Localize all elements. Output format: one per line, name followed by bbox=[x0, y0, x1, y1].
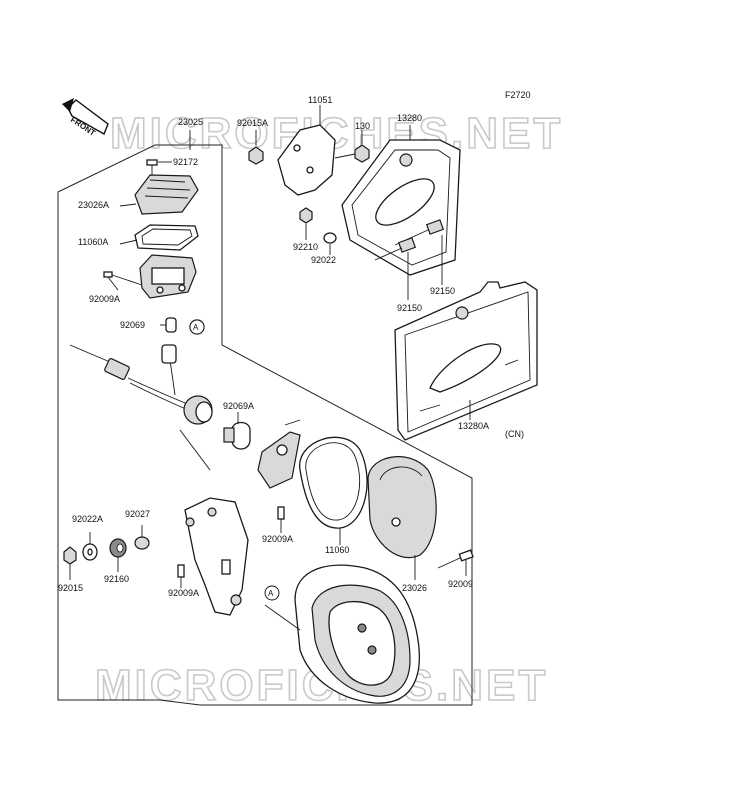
bulb-92069A bbox=[223, 412, 251, 450]
label-11051: 11051 bbox=[308, 95, 332, 105]
label-11060A: 11060A bbox=[78, 237, 108, 247]
washer-92022A bbox=[82, 532, 98, 561]
washer-92022 bbox=[323, 232, 337, 255]
plate-bracket-13280 bbox=[341, 125, 461, 276]
label-92210: 92210 bbox=[293, 242, 318, 252]
assembly-frame-lower bbox=[57, 192, 472, 706]
wire-harness bbox=[69, 344, 213, 471]
label-92160: 92160 bbox=[104, 574, 129, 584]
label-92015: 92015 bbox=[58, 583, 83, 593]
label-92009A-1: 92009A bbox=[89, 294, 120, 304]
label-13280A: 13280A bbox=[458, 421, 489, 431]
label-23026: 23026 bbox=[402, 583, 427, 593]
label-92150-1: 92150 bbox=[430, 286, 455, 296]
label-23026A: 23026A bbox=[78, 200, 109, 210]
nut-92015 bbox=[63, 546, 77, 580]
nut-92210 bbox=[299, 207, 313, 240]
gasket-11060 bbox=[299, 436, 368, 545]
label-92069A: 92069A bbox=[223, 401, 254, 411]
gasket-11060A bbox=[119, 224, 199, 251]
reflector-plate bbox=[257, 419, 301, 489]
mounting-bracket bbox=[184, 497, 249, 616]
label-92009A-3: 92009A bbox=[168, 588, 199, 598]
screw-92009A-1 bbox=[103, 271, 143, 291]
watermark-top: MICROFICHES.NET bbox=[110, 109, 563, 158]
label-92027: 92027 bbox=[125, 509, 150, 519]
label-92069: 92069 bbox=[120, 320, 145, 330]
label-23025: 23025 bbox=[178, 117, 203, 127]
label-92172: 92172 bbox=[173, 157, 198, 167]
nut-92015A bbox=[248, 130, 264, 165]
bracket-11051 bbox=[277, 105, 336, 196]
screw-92172 bbox=[146, 159, 172, 180]
label-130: 130 bbox=[355, 121, 370, 131]
screw-92009A-2 bbox=[277, 506, 285, 533]
svg-text:A: A bbox=[268, 589, 274, 598]
lamp-housing bbox=[139, 254, 197, 299]
label-92022A: 92022A bbox=[72, 514, 103, 524]
label-13280: 13280 bbox=[397, 113, 422, 123]
callout-a-lower: A bbox=[264, 585, 280, 601]
figure-code: F2720 bbox=[505, 90, 531, 100]
label-92015A: 92015A bbox=[237, 118, 268, 128]
screw-92009 bbox=[437, 549, 474, 576]
collar-92160 bbox=[109, 538, 127, 572]
screw-92009A-3 bbox=[177, 564, 185, 588]
label-92150-2: 92150 bbox=[397, 303, 422, 313]
lens-23026 bbox=[367, 456, 437, 580]
grommet-92027 bbox=[134, 525, 150, 550]
label-11060: 11060 bbox=[325, 545, 349, 555]
label-92009A-2: 92009A bbox=[262, 534, 293, 544]
bolt-130 bbox=[334, 130, 370, 163]
plate-13280A bbox=[394, 281, 538, 441]
front-arrow-icon: FRONT bbox=[62, 98, 109, 138]
svg-text:A: A bbox=[193, 323, 199, 332]
main-housing bbox=[264, 564, 420, 704]
callout-a-upper: A bbox=[189, 319, 205, 335]
label-92022: 92022 bbox=[311, 255, 336, 265]
lens-23026A bbox=[119, 174, 199, 215]
bolt-92150-2 bbox=[374, 237, 417, 300]
label-cn: (CN) bbox=[505, 429, 524, 439]
label-92009: 92009 bbox=[448, 579, 473, 589]
assembly-frame-upper bbox=[57, 144, 473, 705]
